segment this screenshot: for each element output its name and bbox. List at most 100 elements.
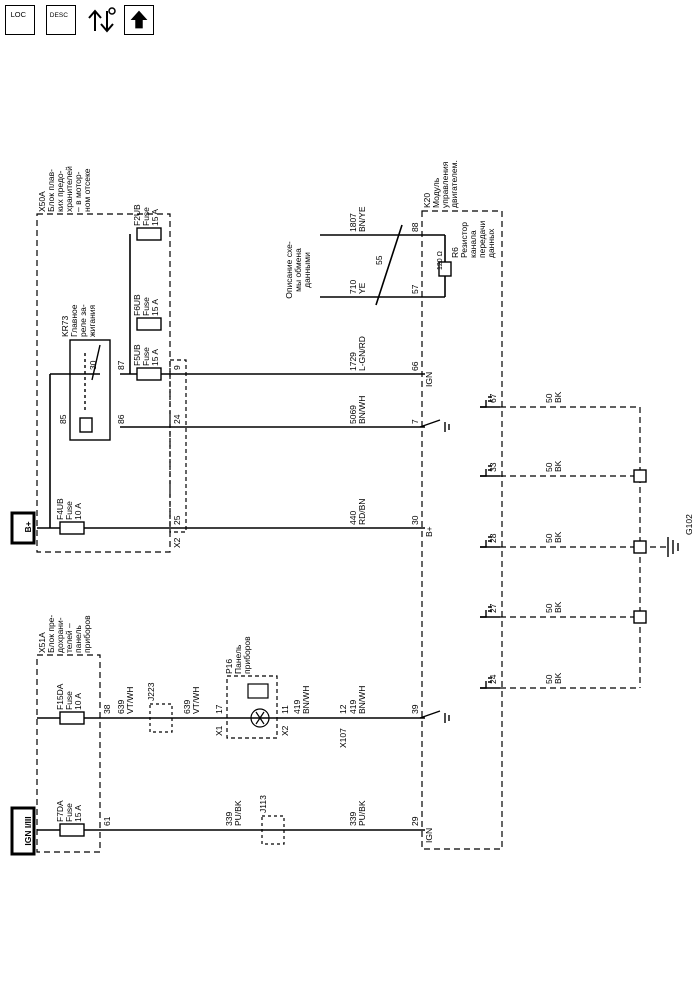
- svg-text:25: 25: [172, 515, 182, 525]
- kr73-label: KR73: [60, 315, 70, 337]
- splice-j223: [149, 703, 173, 733]
- svg-text:10 A: 10 A: [73, 503, 83, 520]
- svg-text:55: 55: [374, 255, 384, 265]
- svg-text:X1: X1: [214, 725, 224, 736]
- svg-text:10 A: 10 A: [73, 693, 83, 710]
- svg-text:61: 61: [102, 816, 112, 826]
- svg-text:9: 9: [172, 365, 182, 370]
- svg-text:X2: X2: [172, 537, 182, 548]
- svg-text:15 A: 15 A: [150, 349, 160, 366]
- svg-text:15 A: 15 A: [150, 299, 160, 316]
- svg-text:29: 29: [410, 816, 420, 826]
- relay-kr73: [69, 339, 111, 441]
- svg-text:87: 87: [116, 360, 126, 370]
- fuse-f4ub: [59, 521, 85, 535]
- svg-text:28: 28: [488, 533, 498, 543]
- svg-text:J113: J113: [258, 795, 268, 813]
- svg-text:639VT/WH: 639VT/WH: [182, 687, 201, 714]
- svg-text:15 A: 15 A: [150, 209, 160, 226]
- svg-text:39: 39: [410, 704, 420, 714]
- svg-text:R6: R6: [450, 247, 460, 258]
- svg-text:P16: P16: [224, 659, 234, 674]
- svg-text:J223: J223: [146, 682, 156, 701]
- svg-text:1807BN/YE: 1807BN/YE: [348, 206, 367, 232]
- svg-text:17: 17: [214, 704, 224, 714]
- x50a-desc: Блок плав-ких предо-хранителей– в мотор-…: [46, 166, 92, 212]
- k20-box: [421, 210, 503, 850]
- svg-text:1729L-GN/RD: 1729L-GN/RD: [348, 336, 367, 371]
- svg-text:33: 33: [488, 462, 498, 472]
- svg-text:66: 66: [410, 361, 420, 371]
- svg-text:11: 11: [280, 705, 290, 714]
- svg-text:710YE: 710YE: [348, 280, 367, 294]
- bplus-source: [10, 511, 36, 545]
- svg-text:Fuse: Fuse: [141, 347, 151, 366]
- toolbar: LOC DESC: [0, 0, 170, 44]
- svg-text:G102: G102: [684, 514, 694, 535]
- x51a-box: [36, 654, 101, 853]
- svg-text:LOC: LOC: [11, 10, 27, 19]
- svg-text:Панельприборов: Панельприборов: [233, 636, 252, 674]
- kr73-desc: Главноереле за-жигания: [69, 304, 97, 337]
- svg-text:Fuse: Fuse: [141, 297, 151, 316]
- panel-p16: [226, 675, 278, 739]
- svg-text:419BN/WH: 419BN/WH: [348, 686, 367, 714]
- svg-text:F2UB: F2UB: [132, 204, 142, 226]
- svg-text:50BK: 50BK: [544, 391, 563, 403]
- svg-text:30: 30: [88, 360, 98, 370]
- x51a-label: X51A: [37, 632, 47, 653]
- svg-text:Fuse: Fuse: [64, 691, 74, 710]
- svg-text:Fuse: Fuse: [141, 207, 151, 226]
- svg-text:F15DA: F15DA: [55, 683, 65, 710]
- svg-text:B+: B+: [424, 526, 434, 537]
- resistor-r6: [438, 261, 452, 277]
- arrow-up-icon: [130, 10, 148, 29]
- svg-text:639VT/WH: 639VT/WH: [116, 687, 135, 714]
- svg-text:F7DA: F7DA: [55, 800, 65, 822]
- svg-text:Модульуправлениядвигателем.: Модульуправлениядвигателем.: [431, 160, 459, 208]
- svg-text:86: 86: [116, 414, 126, 424]
- up-button[interactable]: [124, 5, 154, 35]
- desc-icon: DESC: [50, 12, 68, 19]
- svg-text:88: 88: [410, 222, 420, 232]
- svg-text:IGN: IGN: [424, 828, 434, 843]
- svg-text:38: 38: [102, 704, 112, 714]
- ign-source: [10, 806, 36, 856]
- wrench-arrows-icon: [88, 7, 116, 33]
- x2-connector: [169, 359, 187, 533]
- fuse-f15da: [59, 711, 85, 725]
- x51a-desc: Блок пре-дохрани-телей –панельприборов: [46, 615, 92, 653]
- tools-button[interactable]: [86, 5, 116, 35]
- fuse-f6ub: [136, 317, 162, 331]
- svg-text:5069BN/WH: 5069BN/WH: [348, 396, 367, 424]
- svg-text:12: 12: [338, 704, 348, 714]
- svg-text:30: 30: [410, 515, 420, 525]
- svg-text:50BK: 50BK: [544, 460, 563, 472]
- svg-text:X107: X107: [338, 728, 348, 748]
- ground-g102: [667, 537, 679, 557]
- svg-text:X2: X2: [280, 725, 290, 736]
- svg-text:120 Ω: 120 Ω: [437, 251, 444, 270]
- svg-text:F5UB: F5UB: [132, 344, 142, 366]
- svg-text:57: 57: [410, 284, 420, 294]
- splice-j113: [261, 815, 285, 845]
- svg-text:67: 67: [488, 393, 498, 403]
- svg-text:50BK: 50BK: [544, 531, 563, 543]
- fuse-f5ub: [136, 367, 162, 381]
- svg-text:K20: K20: [422, 193, 432, 208]
- fuse-f2ub: [136, 227, 162, 241]
- loc-button[interactable]: LOC: [5, 5, 35, 35]
- svg-text:7: 7: [410, 419, 420, 424]
- svg-text:339PU/BK: 339PU/BK: [224, 800, 243, 826]
- svg-text:50BK: 50BK: [544, 672, 563, 684]
- svg-text:339PU/BK: 339PU/BK: [348, 800, 367, 826]
- desc-button[interactable]: DESC: [46, 5, 76, 35]
- x50a-label: X50A: [37, 191, 47, 212]
- loc-icon: LOC: [11, 10, 27, 19]
- ign-label: IGN I/III: [23, 816, 33, 845]
- svg-text:IGN: IGN: [424, 372, 434, 387]
- svg-text:440RD/BN: 440RD/BN: [348, 499, 367, 525]
- svg-text:F4UB: F4UB: [55, 498, 65, 520]
- svg-text:F6UB: F6UB: [132, 294, 142, 316]
